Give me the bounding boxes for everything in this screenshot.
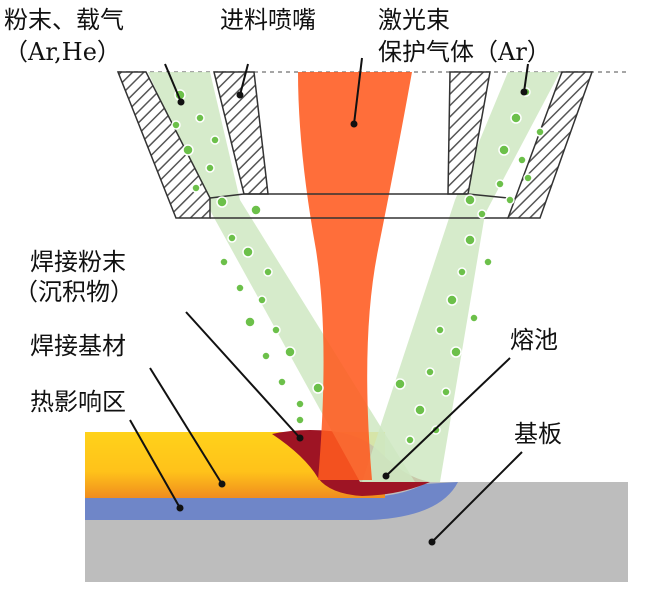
leader-substrate — [431, 451, 523, 543]
leader-haz — [129, 419, 181, 509]
label-haz: 热影响区 — [30, 388, 126, 416]
powder-particle — [425, 367, 435, 377]
label-powder-gas: 粉末、载气 — [4, 6, 124, 34]
nozzle-left-outer — [116, 71, 211, 219]
leader-weld-material — [149, 367, 223, 485]
label-substrate: 基板 — [514, 420, 562, 448]
powder-particle — [517, 155, 527, 165]
powder-particle — [469, 313, 479, 323]
powder-particle — [510, 112, 522, 124]
powder-particle — [277, 377, 287, 387]
leader-shield-gas — [523, 63, 529, 93]
leader-weld-powder — [185, 311, 301, 439]
powder-particle — [257, 295, 267, 305]
powder-particle — [495, 179, 505, 189]
powder-particle — [431, 425, 441, 435]
powder-particle — [171, 120, 181, 130]
label-shield-gas: 保护气体（Ar） — [378, 38, 551, 66]
powder-particle — [216, 196, 228, 208]
powder-particle — [498, 144, 510, 156]
leader-laser — [353, 57, 363, 125]
powder-particle — [191, 183, 201, 193]
powder-particle — [477, 209, 487, 219]
powder-particle — [284, 346, 296, 358]
label-laser: 激光束 — [378, 6, 450, 34]
powder-particle — [405, 435, 415, 445]
powder-particle — [244, 316, 256, 328]
powder-particle — [227, 233, 237, 243]
leader-nozzle — [239, 63, 249, 96]
powder-particle — [464, 194, 476, 206]
powder-particle — [295, 399, 305, 409]
leader-melt-pool — [385, 357, 511, 477]
label-powder-gas-sub: （Ar,He） — [4, 38, 121, 66]
label-weld-powder-sub: （沉积物） — [14, 278, 134, 306]
powder-particle — [523, 173, 533, 183]
powder-particle — [219, 257, 229, 267]
powder-particle — [250, 204, 262, 216]
powder-particle — [261, 351, 271, 361]
powder-particle — [210, 135, 220, 145]
powder-stream-right — [362, 72, 560, 482]
powder-particle — [446, 294, 458, 306]
powder-particle — [235, 283, 245, 293]
powder-particle — [441, 387, 451, 397]
powder-particle — [295, 415, 305, 425]
powder-particle — [535, 127, 545, 137]
powder-particle — [312, 382, 324, 394]
label-weld-powder: 焊接粉末 — [30, 248, 126, 276]
laser-beam — [298, 72, 412, 480]
powder-particle — [483, 257, 493, 267]
powder-particle — [242, 246, 254, 258]
powder-particle — [263, 267, 273, 277]
powder-particle — [195, 113, 205, 123]
powder-particle — [450, 346, 462, 358]
powder-particle — [271, 325, 281, 335]
powder-particle — [457, 267, 467, 277]
powder-particle — [435, 325, 445, 335]
powder-particle — [505, 195, 515, 205]
powder-particle — [394, 378, 406, 390]
label-melt-pool: 熔池 — [510, 326, 558, 354]
powder-particles — [171, 87, 545, 445]
powder-particle — [464, 234, 476, 246]
powder-particle — [414, 404, 426, 416]
powder-particle — [205, 163, 215, 173]
label-weld-material: 焊接基材 — [30, 332, 126, 360]
leader-powder — [164, 63, 182, 103]
nozzle-tip-outline — [209, 193, 509, 219]
label-nozzle: 进料喷嘴 — [220, 6, 316, 34]
powder-particle — [182, 144, 194, 156]
